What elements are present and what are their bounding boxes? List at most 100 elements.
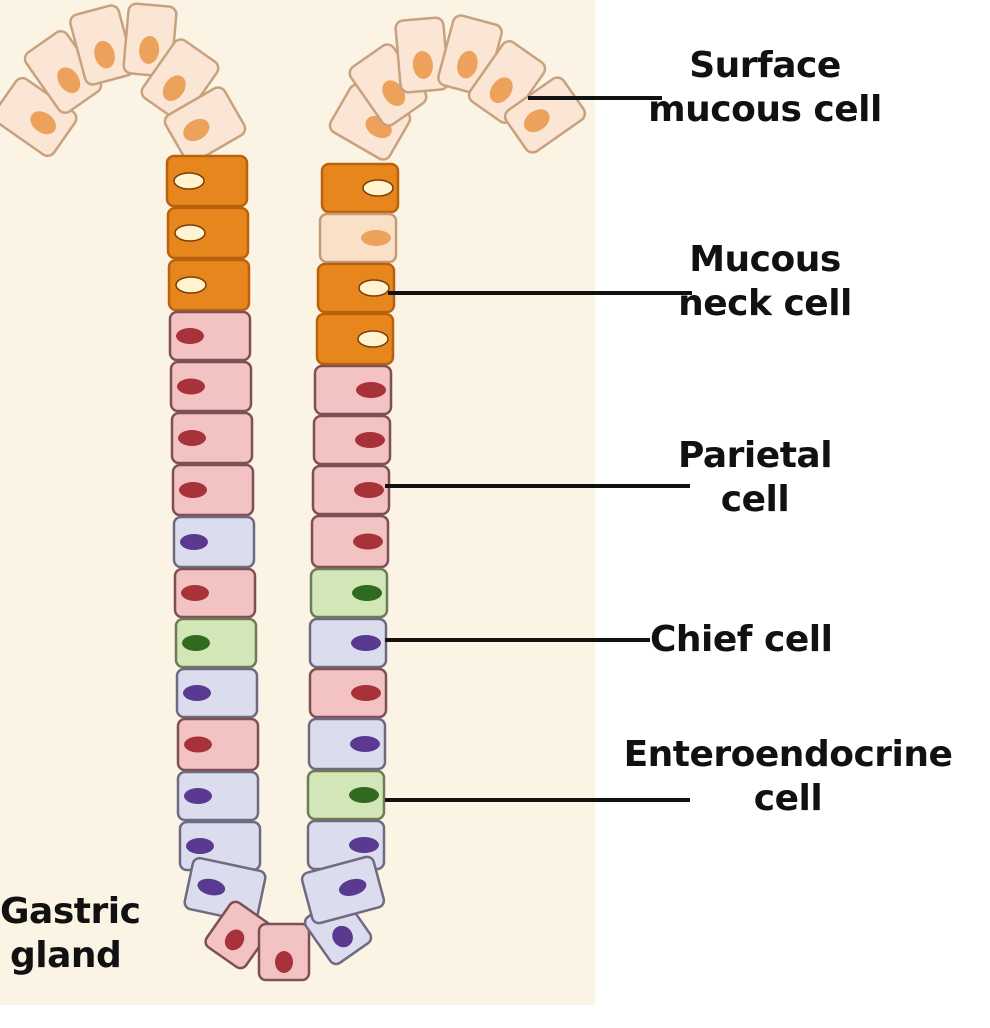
cell-body — [320, 162, 400, 214]
nucleus — [186, 838, 214, 854]
label-line: cell — [753, 778, 823, 819]
surface-mucous-cell — [348, 43, 428, 127]
label-line: cell — [720, 479, 790, 520]
chief-cell — [308, 617, 388, 669]
nucleus — [224, 929, 245, 951]
enteroendocrine-cell — [309, 567, 389, 619]
parietal-cell — [311, 464, 391, 516]
cell-body — [315, 312, 395, 366]
nucleus — [382, 80, 406, 107]
mucous-neck-cell — [316, 262, 396, 314]
label-line: Chief cell — [650, 619, 833, 660]
surface-mucous-cell — [69, 4, 135, 86]
label-mucous-neck: Mucous neck cell — [650, 238, 880, 326]
chief-cell — [300, 855, 386, 925]
gland-base — [183, 855, 386, 982]
cell-body — [306, 769, 386, 821]
cell-body — [307, 717, 387, 771]
tissue-background — [0, 0, 595, 1005]
parietal-cell — [173, 567, 257, 619]
parietal-cell — [170, 411, 254, 465]
nucleus — [181, 585, 209, 601]
nucleus — [349, 837, 379, 853]
parietal-cell — [257, 922, 311, 982]
nucleus — [139, 35, 160, 64]
cell-body — [175, 667, 259, 719]
label-enteroendocrine: Enteroendocrine cell — [598, 733, 978, 821]
nucleus — [182, 635, 210, 651]
nucleus — [523, 109, 550, 133]
nucleus — [332, 925, 353, 948]
nucleus — [352, 585, 382, 601]
nucleus — [162, 75, 186, 102]
nucleus — [183, 118, 210, 142]
label-line: Mucous — [689, 239, 841, 280]
cell-body — [176, 770, 260, 822]
surface-mucous-cell — [394, 16, 450, 94]
cell-body — [172, 515, 256, 569]
parietal-cell — [313, 364, 393, 416]
cell-body — [165, 154, 249, 208]
label-line: Enteroendocrine — [623, 734, 953, 775]
nucleus — [362, 179, 394, 197]
nucleus — [357, 330, 389, 348]
nucleus — [349, 787, 379, 803]
nucleus — [361, 230, 391, 246]
nucleus — [183, 685, 211, 701]
cell-body — [173, 567, 257, 619]
nucleus — [197, 878, 226, 896]
cell-body — [313, 364, 393, 416]
label-line: Surface — [689, 45, 841, 86]
cell-body — [308, 667, 388, 719]
nucleus — [351, 685, 381, 701]
nucleus — [275, 951, 293, 973]
surface-mucous-cell — [163, 86, 247, 164]
label-parietal: Parietal cell — [650, 434, 860, 522]
enteroendocrine-cell — [306, 769, 386, 821]
nucleus — [358, 279, 390, 297]
gland-left-wall — [165, 154, 262, 872]
nucleus — [354, 482, 384, 498]
nucleus — [57, 67, 81, 94]
cell-body — [309, 567, 389, 619]
nucleus — [355, 432, 385, 448]
nucleus — [351, 635, 381, 651]
label-line: Gastric — [0, 891, 141, 932]
cell-body — [167, 258, 251, 312]
label-chief: Chief cell — [650, 618, 870, 662]
parietal-cell — [171, 463, 255, 517]
pale-neck-cell — [318, 212, 398, 264]
cell-body — [318, 212, 398, 264]
surface-epithelium — [0, 2, 587, 164]
mucous-neck-cell — [167, 258, 251, 312]
cell-body — [176, 717, 260, 772]
cell-body — [174, 617, 258, 669]
cell-body — [310, 514, 390, 569]
nucleus — [356, 382, 386, 398]
chief-cell — [175, 667, 259, 719]
cell-body — [168, 310, 252, 362]
nucleus — [175, 276, 207, 294]
nucleus — [174, 224, 206, 242]
cell-body — [170, 411, 254, 465]
cell-body — [311, 464, 391, 516]
nucleus — [338, 878, 367, 896]
parietal-cell — [168, 310, 252, 362]
parietal-cell — [176, 717, 260, 772]
label-line: gland — [10, 935, 122, 976]
nucleus — [489, 77, 513, 104]
parietal-cell — [308, 667, 388, 719]
nucleus — [94, 40, 115, 69]
label-line: mucous cell — [648, 89, 882, 130]
mucous-neck-cell — [320, 162, 400, 214]
gland-right-wall — [306, 162, 400, 871]
nucleus — [173, 172, 205, 190]
parietal-cell — [312, 414, 392, 466]
nucleus — [30, 111, 57, 135]
nucleus — [178, 430, 206, 446]
cell-body — [171, 463, 255, 517]
mucous-neck-cell — [166, 206, 250, 260]
mucous-neck-cell — [315, 312, 395, 366]
nucleus — [457, 50, 478, 79]
